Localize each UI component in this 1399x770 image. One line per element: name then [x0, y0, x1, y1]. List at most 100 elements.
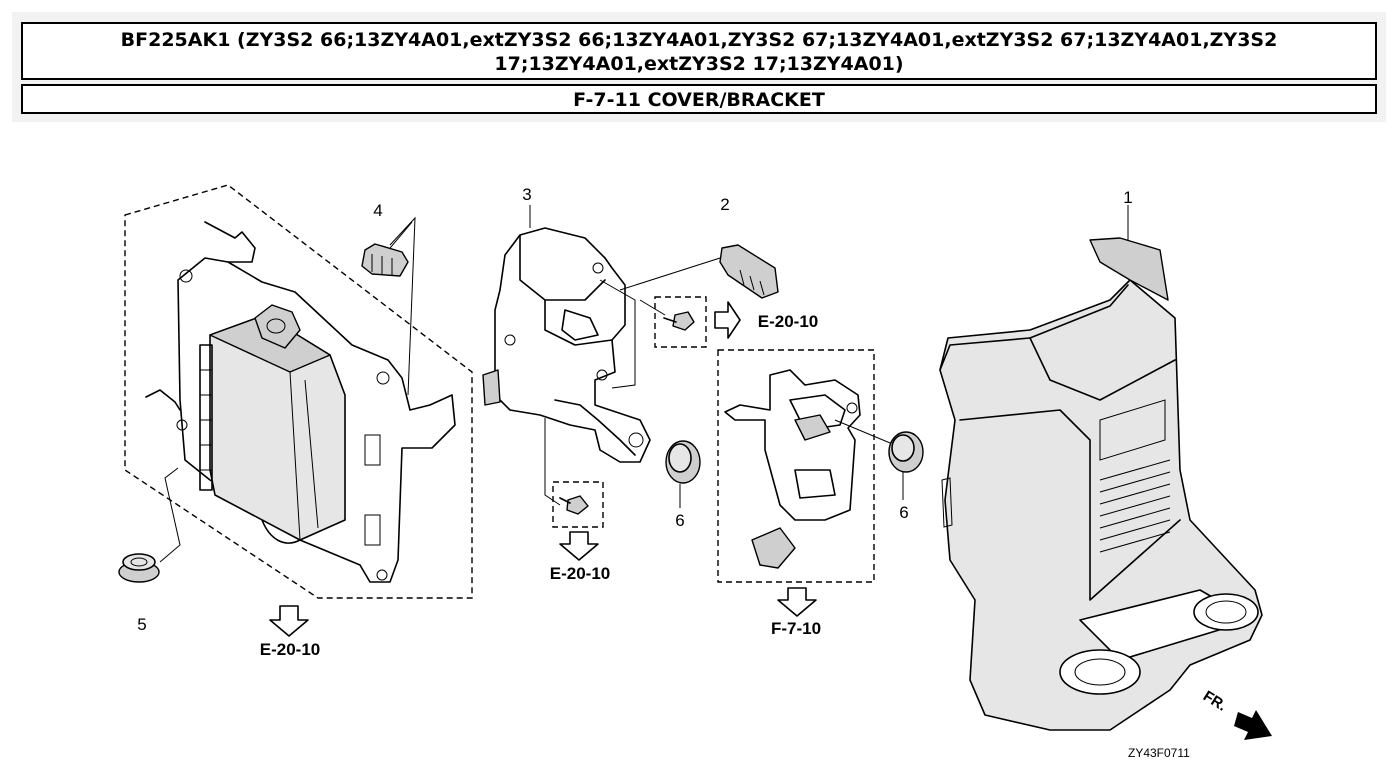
assembly-bracket — [724, 369, 861, 521]
cover-ribs — [1099, 459, 1171, 553]
bracket-slot — [364, 434, 381, 466]
bracket-hole — [596, 369, 608, 381]
part-4-clip — [361, 243, 409, 277]
module-dashed-outline — [124, 184, 473, 599]
cover-side-tab — [941, 477, 953, 528]
bracket-side-clip — [482, 369, 501, 406]
section-title: F-7-11 COVER/BRACKET — [21, 84, 1377, 114]
mount-boss-hole — [266, 318, 286, 334]
reference-e2010-center[interactable]: E-20-10 — [550, 564, 610, 583]
bracket-tab-top — [204, 221, 256, 263]
assembly-hole — [846, 402, 858, 414]
down-arrow-icon[interactable] — [777, 587, 817, 617]
part-5-nut — [118, 553, 160, 583]
callout-6-right: 6 — [899, 503, 908, 522]
center-bracket-arm — [554, 399, 636, 456]
header-panel: BF225AK1 (ZY3S2 66;13ZY4A01,extZY3S2 66;… — [12, 12, 1386, 122]
bolt-dashed-box — [552, 481, 604, 528]
center-bracket-fold2 — [544, 299, 613, 346]
part-2-clamp — [719, 244, 779, 299]
cover-shoulder — [1029, 337, 1176, 401]
figure-code: ZY43F0711 — [1128, 746, 1190, 760]
ref-arrow-f710[interactable] — [777, 587, 817, 617]
bracket-slot — [364, 514, 381, 546]
callout-2: 2 — [720, 195, 729, 214]
front-direction-indicator — [1234, 710, 1272, 740]
part-6-grommet-right — [888, 431, 924, 500]
down-arrow-icon[interactable] — [269, 605, 309, 637]
nut-top — [122, 553, 156, 571]
cover-hole-left — [1059, 649, 1141, 695]
assembly-lower-frame — [794, 469, 836, 499]
callout-1: 1 — [1123, 188, 1132, 207]
ref-arrow-e2010-left[interactable] — [269, 605, 309, 637]
bracket-tab-left — [145, 389, 181, 411]
control-module-edge — [289, 371, 301, 541]
bracket-hole — [176, 419, 188, 431]
leader-line-bolt — [544, 418, 561, 506]
clamp-ribs — [739, 269, 765, 296]
cover-hole-right-inner — [1205, 600, 1247, 624]
connector-pins — [200, 369, 212, 471]
callout-4: 4 — [373, 201, 382, 220]
cover-hole-left-inner — [1074, 658, 1126, 686]
bracket-hole — [592, 262, 604, 274]
ref-arrow-e2010-top[interactable] — [714, 301, 741, 339]
center-bolt-upper — [654, 296, 707, 348]
ref-arrow-e2010-center[interactable] — [559, 531, 599, 561]
right-arrow-icon[interactable] — [714, 301, 741, 339]
reference-e2010-top[interactable]: E-20-10 — [758, 312, 818, 331]
callout-3: 3 — [522, 185, 531, 204]
module-wire — [261, 519, 301, 544]
cover-front-face — [959, 409, 1181, 601]
center-bolt-lower — [552, 481, 604, 528]
nut-hole — [130, 557, 148, 567]
clamp-body — [719, 244, 779, 299]
control-module-top — [209, 314, 331, 373]
assembly-cable-clip — [751, 527, 796, 569]
leader-line-2 — [619, 257, 721, 291]
bolt-shank — [663, 317, 677, 323]
leader-line-screw — [639, 299, 666, 316]
bolt-shank — [559, 497, 571, 504]
leader-line-5 — [159, 467, 181, 563]
bracket-arm-hole — [628, 432, 644, 448]
control-module-group — [124, 184, 473, 599]
front-label: FR. — [1200, 688, 1230, 715]
module-mount-boss — [254, 304, 301, 349]
bracket-hole — [504, 334, 516, 346]
front-arrow-icon — [1234, 710, 1272, 740]
module-connector — [199, 344, 213, 491]
bolt-head — [672, 311, 695, 331]
part-3-bracket — [482, 205, 721, 506]
callout-6-center: 6 — [675, 511, 684, 530]
callout-5: 5 — [137, 615, 146, 634]
leader-line-bracket — [599, 279, 636, 389]
model-title: BF225AK1 (ZY3S2 66;13ZY4A01,extZY3S2 66;… — [21, 22, 1377, 80]
grommet-face — [891, 434, 915, 462]
part-6-grommet-center — [665, 440, 701, 508]
assembly-clip — [794, 414, 831, 441]
assembly-dashed-box — [717, 349, 875, 583]
control-module-ridge — [304, 379, 319, 529]
cover-hole-right — [1193, 593, 1259, 631]
clip-ribs — [371, 254, 393, 276]
part-assembly-group — [717, 349, 896, 583]
bolt-dashed-box — [654, 296, 707, 348]
center-bracket-tab — [561, 309, 599, 341]
bracket-hole — [376, 371, 390, 385]
bolt-head — [566, 495, 589, 515]
grommet-face — [668, 443, 692, 473]
down-arrow-icon[interactable] — [559, 531, 599, 561]
clip-body — [361, 243, 409, 277]
bracket-hole — [376, 569, 388, 581]
reference-e2010-left[interactable]: E-20-10 — [260, 640, 320, 659]
leader-line-6b — [834, 419, 896, 446]
part-1-cover — [939, 205, 1263, 731]
reference-f710[interactable]: F-7-10 — [771, 619, 821, 638]
leader-line-4 — [389, 216, 416, 396]
cover-label-plate — [1099, 399, 1166, 461]
cover-top-flange — [1089, 237, 1169, 301]
